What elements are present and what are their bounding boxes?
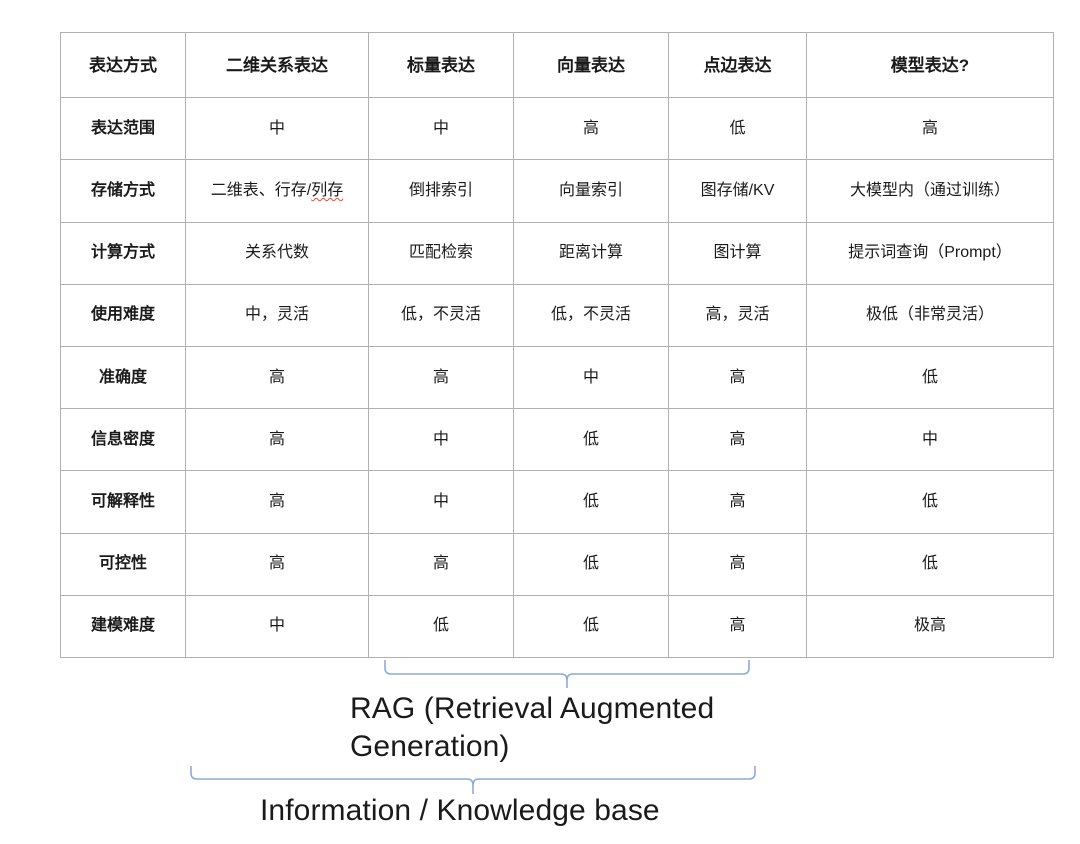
table-cell: 高 bbox=[185, 408, 369, 472]
table-row: 表达范围中中高低高 bbox=[60, 97, 1054, 161]
column-header-1: 二维关系表达 bbox=[185, 31, 369, 99]
table-cell: 低，不灵活 bbox=[368, 283, 514, 348]
table-cell: 高 bbox=[668, 594, 807, 659]
table-cell: 高 bbox=[185, 532, 369, 596]
column-header-5: 模型表达? bbox=[806, 31, 1054, 99]
column-header-4: 点边表达 bbox=[668, 31, 807, 99]
table-cell: 图存储/KV bbox=[668, 159, 807, 223]
table-cell: 二维表、行存/列存 bbox=[185, 159, 369, 223]
table-cell: 极高 bbox=[806, 594, 1054, 659]
table-cell: 倒排索引 bbox=[368, 159, 514, 223]
comparison-table: 表达方式二维关系表达标量表达向量表达点边表达模型表达?表达范围中中高低高存储方式… bbox=[60, 31, 1054, 659]
table-cell: 匹配检索 bbox=[368, 221, 514, 285]
row-label: 可控性 bbox=[60, 532, 186, 596]
row-label: 建模难度 bbox=[60, 594, 186, 659]
table-row: 建模难度中低低高极高 bbox=[60, 594, 1054, 659]
table-cell: 高 bbox=[668, 408, 807, 472]
table-cell: 中 bbox=[185, 594, 369, 659]
row-label: 可解释性 bbox=[60, 470, 186, 534]
row-label: 计算方式 bbox=[60, 221, 186, 285]
table-cell: 中 bbox=[185, 97, 369, 161]
column-header-2: 标量表达 bbox=[368, 31, 514, 99]
table-cell: 距离计算 bbox=[513, 221, 669, 285]
table-cell: 中 bbox=[513, 346, 669, 410]
spellcheck-underline: 列存 bbox=[311, 182, 344, 200]
table-cell: 高，灵活 bbox=[668, 283, 807, 348]
table-row: 可控性高高低高低 bbox=[60, 532, 1054, 596]
row-label: 准确度 bbox=[60, 346, 186, 410]
table-cell: 高 bbox=[668, 532, 807, 596]
table-cell: 关系代数 bbox=[185, 221, 369, 285]
table-cell: 低 bbox=[513, 594, 669, 659]
rag-caption: RAG (Retrieval Augmented Generation) bbox=[350, 692, 715, 764]
table-cell: 高 bbox=[368, 346, 514, 410]
table-header-row: 表达方式二维关系表达标量表达向量表达点边表达模型表达? bbox=[60, 31, 1054, 99]
table-cell: 高 bbox=[185, 346, 369, 410]
knowledge-base-brace bbox=[190, 766, 756, 794]
table-cell: 低 bbox=[513, 470, 669, 534]
table-cell: 中 bbox=[368, 470, 514, 534]
table-row: 信息密度高中低高中 bbox=[60, 408, 1054, 472]
table-cell: 中 bbox=[368, 408, 514, 472]
table-row: 计算方式关系代数匹配检索距离计算图计算提示词查询（Prompt） bbox=[60, 221, 1054, 285]
table-cell: 低 bbox=[668, 97, 807, 161]
table-row: 使用难度中，灵活低，不灵活低，不灵活高，灵活极低（非常灵活） bbox=[60, 283, 1054, 348]
column-header-3: 向量表达 bbox=[513, 31, 669, 99]
table-row: 准确度高高中高低 bbox=[60, 346, 1054, 410]
table-row: 可解释性高中低高低 bbox=[60, 470, 1054, 534]
table-cell: 大模型内（通过训练） bbox=[806, 159, 1054, 223]
rag-brace bbox=[384, 660, 750, 688]
table-cell: 中 bbox=[806, 408, 1054, 472]
table-cell: 中 bbox=[368, 97, 514, 161]
row-label: 使用难度 bbox=[60, 283, 186, 348]
table-cell: 低，不灵活 bbox=[513, 283, 669, 348]
column-header-0: 表达方式 bbox=[60, 31, 186, 99]
table-cell: 低 bbox=[368, 594, 514, 659]
table-cell: 提示词查询（Prompt） bbox=[806, 221, 1054, 285]
table-cell: 高 bbox=[185, 470, 369, 534]
table-cell: 中，灵活 bbox=[185, 283, 369, 348]
table-cell: 高 bbox=[806, 97, 1054, 161]
row-label: 信息密度 bbox=[60, 408, 186, 472]
table-cell: 高 bbox=[668, 470, 807, 534]
table-cell: 极低（非常灵活） bbox=[806, 283, 1054, 348]
knowledge-base-caption: Information / Knowledge base bbox=[260, 794, 660, 827]
table-cell: 低 bbox=[513, 408, 669, 472]
row-label: 存储方式 bbox=[60, 159, 186, 223]
table-cell: 高 bbox=[668, 346, 807, 410]
table-cell: 向量索引 bbox=[513, 159, 669, 223]
row-label: 表达范围 bbox=[60, 97, 186, 161]
table-cell: 图计算 bbox=[668, 221, 807, 285]
table-cell: 低 bbox=[806, 346, 1054, 410]
table-cell: 低 bbox=[513, 532, 669, 596]
table-cell: 高 bbox=[513, 97, 669, 161]
table-cell: 低 bbox=[806, 470, 1054, 534]
table-cell: 低 bbox=[806, 532, 1054, 596]
table-cell: 高 bbox=[368, 532, 514, 596]
